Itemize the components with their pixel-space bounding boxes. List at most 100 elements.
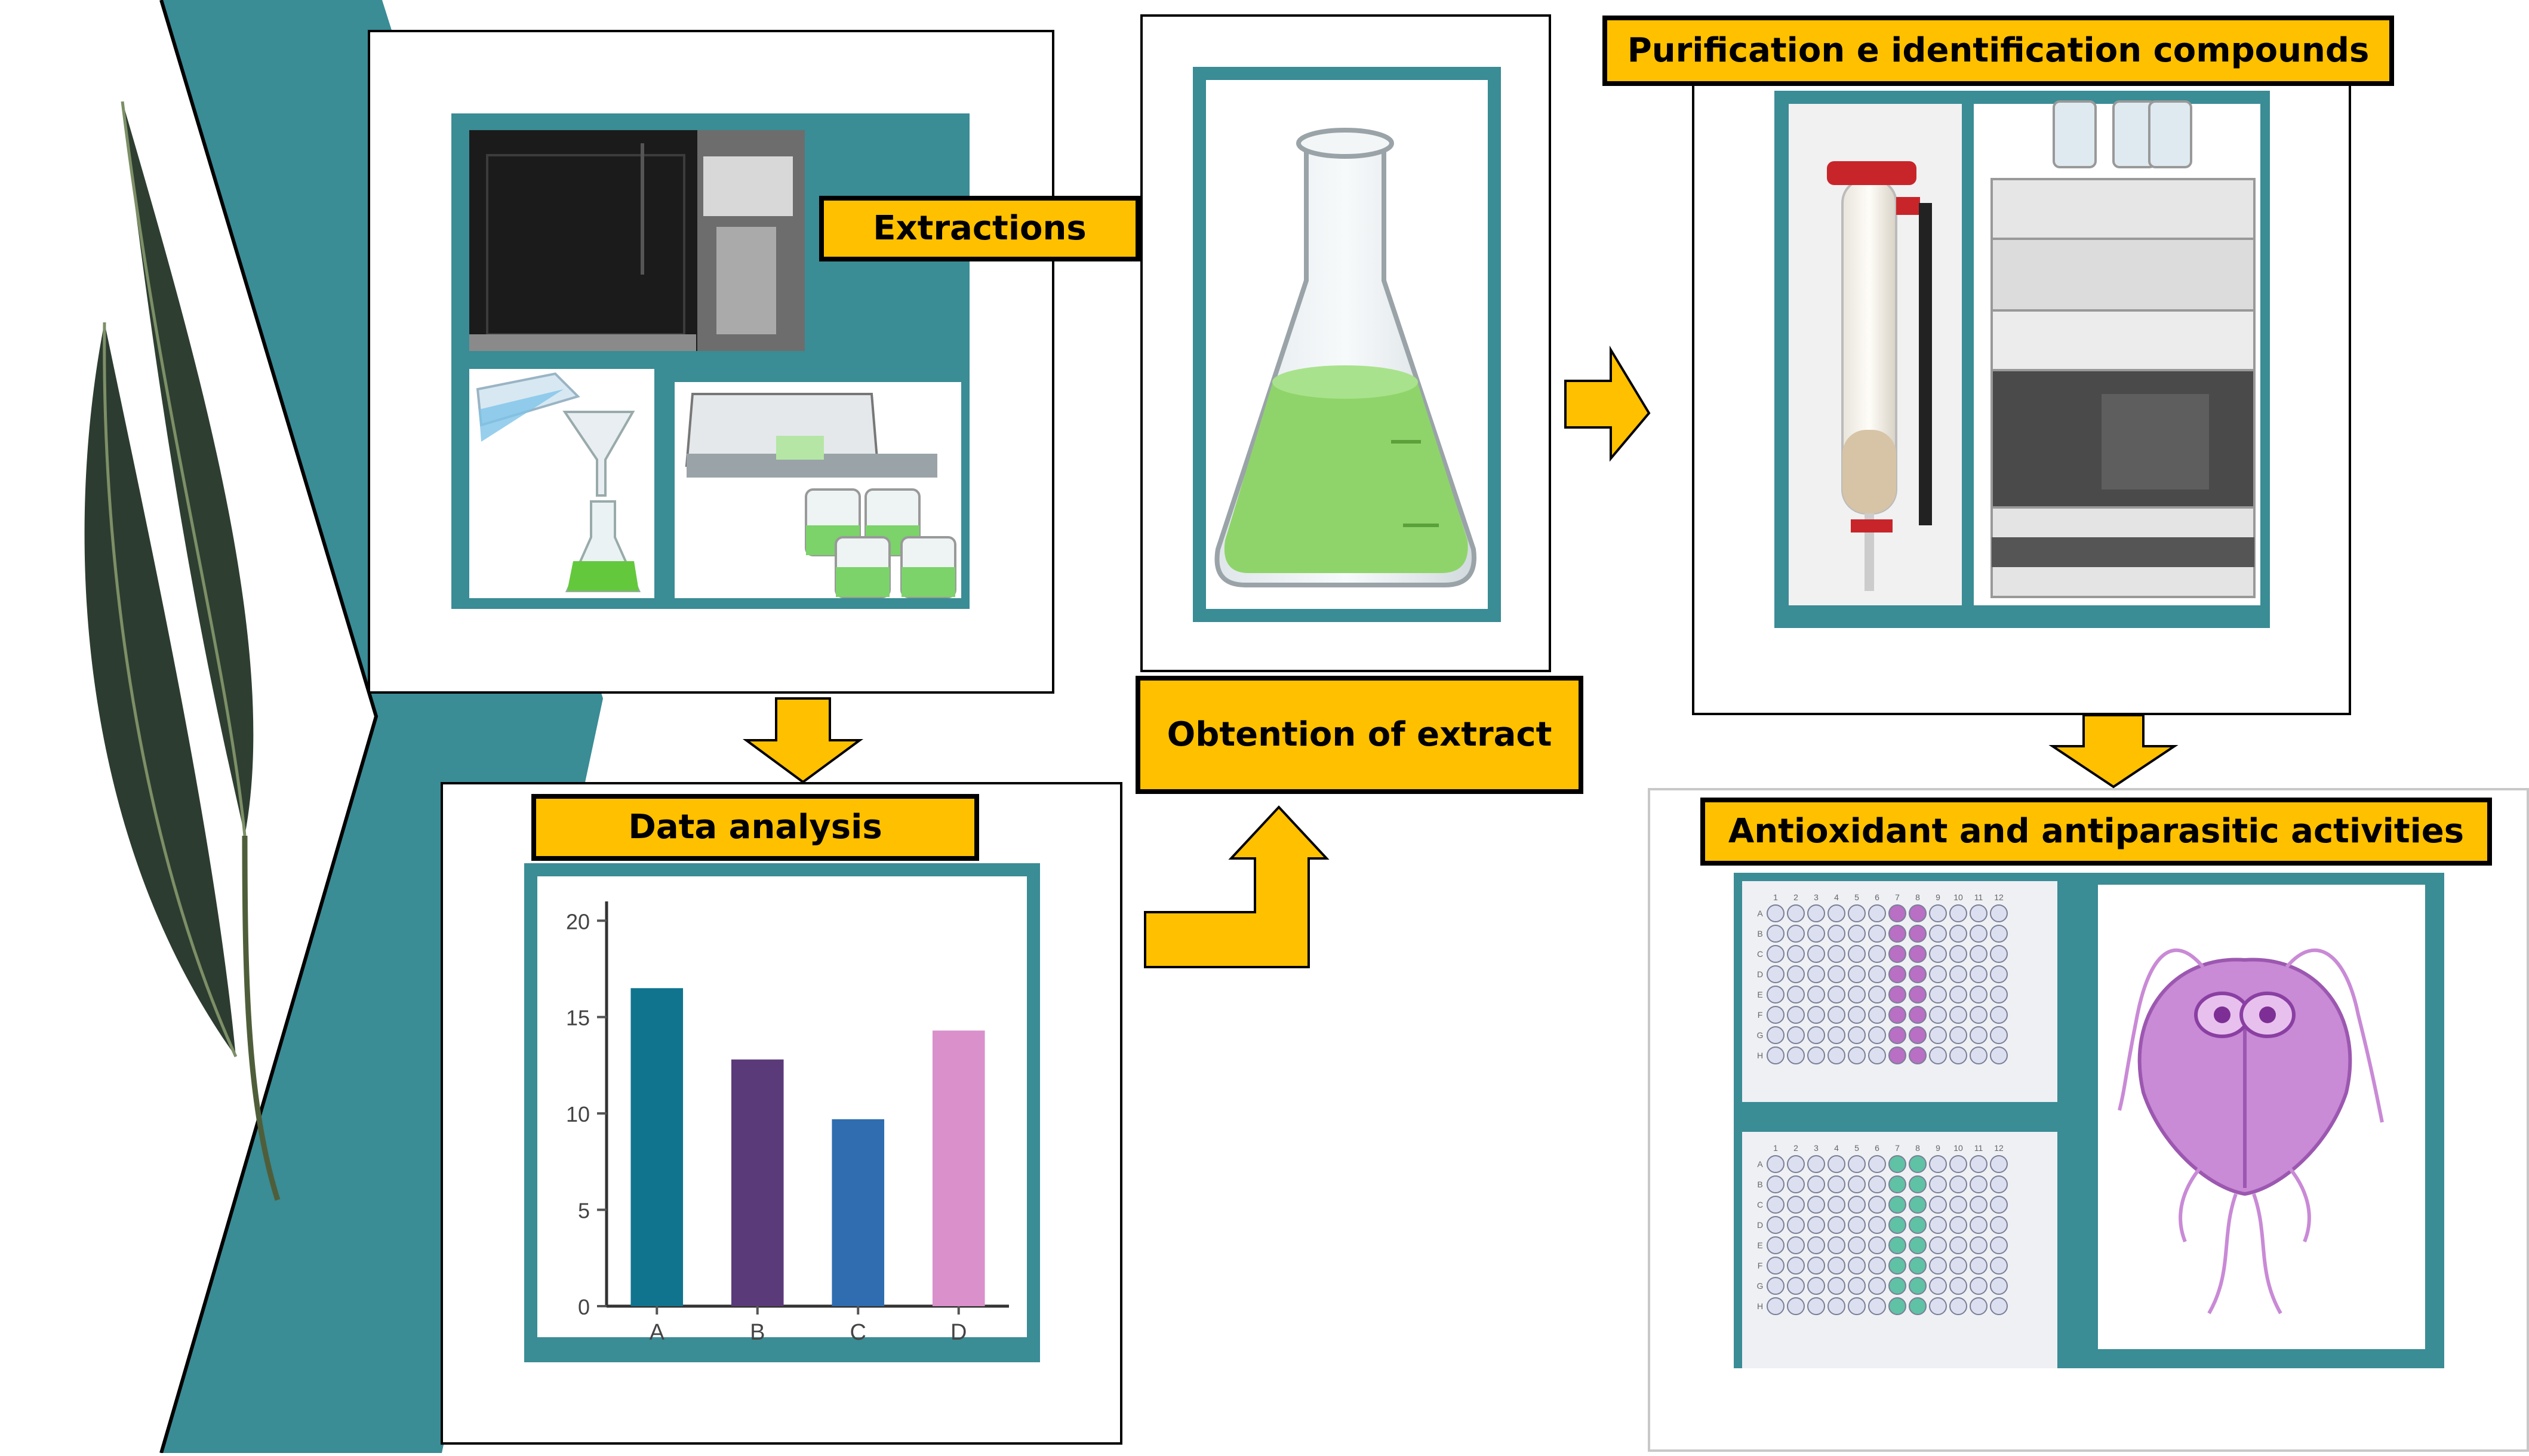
plate-well	[1888, 1297, 1906, 1315]
plate-well	[1909, 1175, 1927, 1193]
plate-well	[1929, 1236, 1947, 1254]
plate-well	[1929, 1196, 1947, 1214]
plate-well	[1970, 1257, 1987, 1275]
plate-column-label: 3	[1814, 1143, 1819, 1153]
plate-column-label: 11	[1974, 1143, 1983, 1153]
plate-well	[1827, 1046, 1845, 1064]
plate-well	[1970, 945, 1987, 963]
plate-column-label: 9	[1936, 892, 1940, 902]
plate-well	[1970, 1216, 1987, 1234]
plate-well	[1787, 1155, 1805, 1173]
plate-well	[1787, 1216, 1805, 1234]
purification-label: Purification e identification compounds	[1602, 16, 2394, 86]
plate-row-label: A	[1757, 909, 1763, 918]
plate-well	[1827, 965, 1845, 983]
plate-row-label: C	[1757, 1200, 1763, 1209]
plate-well	[1827, 1155, 1845, 1173]
plate-column-label: 4	[1834, 892, 1839, 902]
plate-well	[1888, 986, 1906, 1003]
plate-well	[1848, 1006, 1866, 1024]
plate-column-label: 8	[1915, 892, 1920, 902]
plate-well	[1949, 1216, 1967, 1234]
plate-well	[1949, 986, 1967, 1003]
plate-well	[1767, 925, 1785, 943]
plate-well	[1868, 945, 1886, 963]
plate-well	[1888, 1006, 1906, 1024]
plate-well	[1848, 1026, 1866, 1044]
plate-well	[1949, 925, 1967, 943]
y-tick-label: 0	[578, 1295, 590, 1319]
plate-row-label: F	[1758, 1261, 1763, 1270]
plate-well	[1990, 1026, 2008, 1044]
plate-well	[1827, 1006, 1845, 1024]
plate-well	[1868, 1196, 1886, 1214]
x-tick-label: B	[750, 1320, 765, 1345]
plate-well	[1848, 1277, 1866, 1295]
plate-well	[1848, 965, 1866, 983]
plate-well	[1990, 1297, 2008, 1315]
plate-well	[1827, 1277, 1845, 1295]
plate-well	[1949, 1155, 1967, 1173]
plate-well	[1868, 1216, 1886, 1234]
plate-well	[1990, 1196, 2008, 1214]
plate-column-label: 3	[1814, 892, 1819, 902]
plate-well	[1787, 945, 1805, 963]
plate-well	[1888, 1216, 1906, 1234]
plate-well	[1929, 1006, 1947, 1024]
plate-well	[1868, 1297, 1886, 1315]
plate-well	[1848, 904, 1866, 922]
plate-well	[1929, 1216, 1947, 1234]
plate-well	[1929, 1277, 1947, 1295]
plate-well	[1787, 965, 1805, 983]
plate-well	[1868, 965, 1886, 983]
plate-well	[1909, 904, 1927, 922]
plate-well	[1990, 986, 2008, 1003]
plate-well	[1949, 1175, 1967, 1193]
plate-well	[1949, 904, 1967, 922]
plate-well	[1888, 945, 1906, 963]
data-analysis-label: Data analysis	[531, 794, 979, 861]
plate-well	[1787, 986, 1805, 1003]
obtention-panel	[1140, 14, 1551, 672]
plate-well	[1767, 1046, 1785, 1064]
y-tick-label: 10	[566, 1102, 590, 1126]
plate-well	[1949, 1277, 1967, 1295]
plate-well	[1827, 1196, 1845, 1214]
plate-well	[1888, 1046, 1906, 1064]
plate-well	[1888, 1277, 1906, 1295]
plate-well	[1787, 1026, 1805, 1044]
plate-well	[1807, 904, 1825, 922]
plate-well	[1990, 1236, 2008, 1254]
plate-column-label: 6	[1875, 892, 1879, 902]
bar	[731, 1059, 784, 1306]
plate-well	[1929, 1026, 1947, 1044]
plate-row-label: E	[1757, 1240, 1762, 1250]
plate-well	[1767, 1277, 1785, 1295]
y-tick-label: 5	[578, 1199, 590, 1223]
plate-well	[1990, 1216, 2008, 1234]
plate-well	[1868, 1006, 1886, 1024]
plate-row-label: A	[1757, 1159, 1763, 1169]
eucalyptus-leaf-illustration	[84, 101, 281, 1201]
plate-well	[1807, 965, 1825, 983]
plate-column-label: 2	[1793, 892, 1798, 902]
plate-well	[1949, 1196, 1967, 1214]
plate-well	[1848, 925, 1866, 943]
plate-well	[1807, 1155, 1825, 1173]
plate-well	[1767, 945, 1785, 963]
plate-well	[1807, 1257, 1825, 1275]
plate-row-label: B	[1757, 1180, 1762, 1189]
plate-well	[1888, 1257, 1906, 1275]
plate-well	[1949, 1257, 1967, 1275]
plate-well	[1767, 1006, 1785, 1024]
plate-well	[1848, 1257, 1866, 1275]
extractions-panel	[368, 30, 1054, 694]
plate-well	[1888, 1026, 1906, 1044]
plate-well	[1767, 986, 1785, 1003]
plate-well	[1909, 1236, 1927, 1254]
activities-label: Antioxidant and antiparasitic activities	[1700, 798, 2492, 866]
purification-panel	[1692, 57, 2351, 715]
plate-well	[1807, 1175, 1825, 1193]
plate-well	[1929, 945, 1947, 963]
